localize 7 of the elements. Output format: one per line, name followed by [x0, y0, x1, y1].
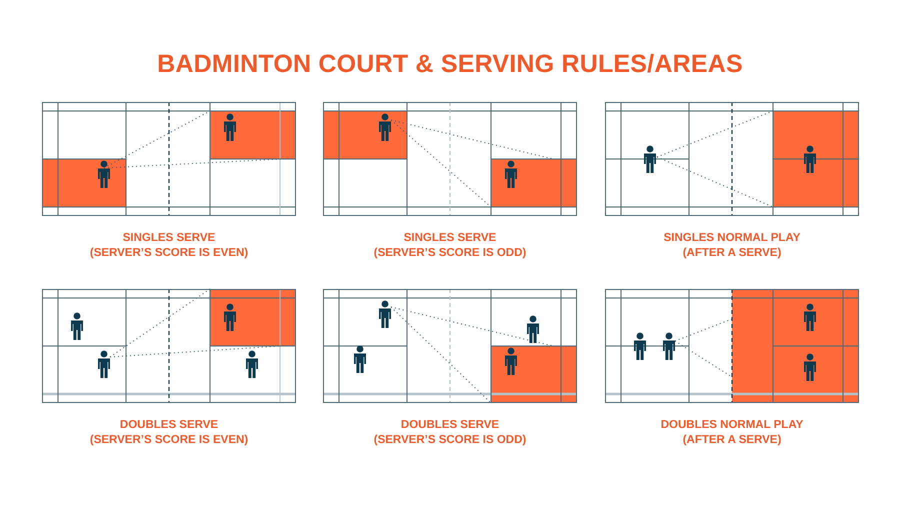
caption: DOUBLES NORMAL PLAY (AFTER A SERVE): [660, 418, 804, 448]
caption: SINGLES SERVE (SERVER’S SCORE IS EVEN): [88, 231, 250, 261]
title: BADMINTON COURT & SERVING RULES/AREAS: [157, 50, 743, 79]
caption: SINGLES SERVE (SERVER’S SCORE IS ODD): [372, 231, 528, 261]
caption: DOUBLES SERVE (SERVER’S SCORE IS EVEN): [88, 418, 250, 448]
caption: SINGLES NORMAL PLAY (AFTER A SERVE): [662, 231, 802, 261]
caption: DOUBLES SERVE (SERVER’S SCORE IS ODD): [372, 418, 528, 448]
